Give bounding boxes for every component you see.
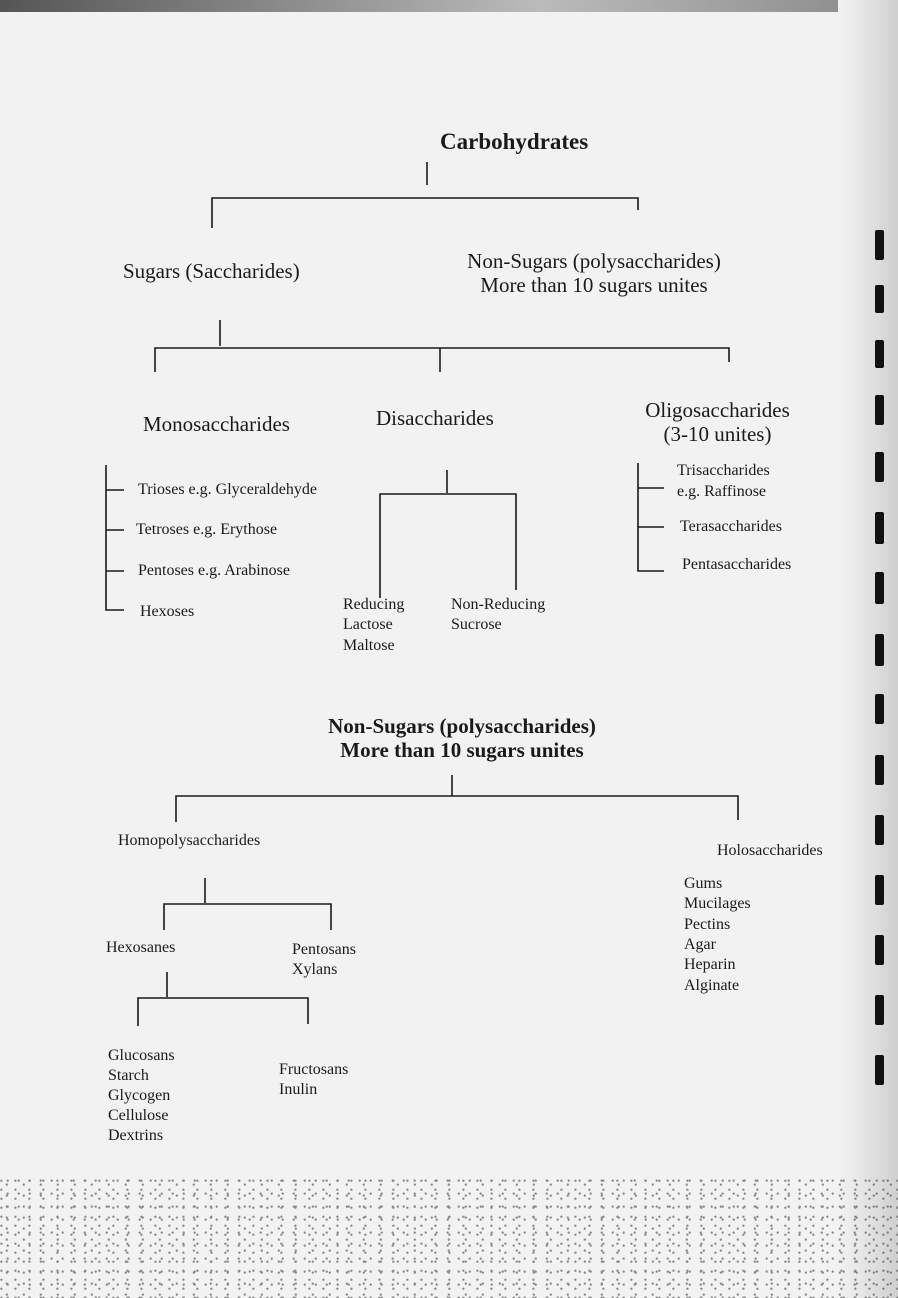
binding-mark — [875, 1055, 884, 1085]
binding-mark — [875, 815, 884, 845]
mono-item: Hexoses — [140, 603, 195, 620]
oligo-line: Oligosaccharides — [645, 398, 790, 422]
binding-mark — [875, 694, 884, 724]
hexosanes-node: Hexosanes — [106, 939, 176, 956]
holo-item: Heparin — [684, 956, 736, 974]
glucosans-group: Glucosans Starch Glycogen Cellulose Dext… — [108, 1046, 175, 1146]
holo-item: Alginate — [684, 976, 740, 994]
scan-edge-top — [0, 0, 898, 12]
scan-noise — [0, 1178, 898, 1298]
binding-mark — [875, 634, 884, 666]
reducing-group: Reducing Lactose Maltose — [343, 595, 404, 656]
mono-item: Trioses e.g. Glyceraldehyde — [138, 481, 317, 498]
oligo-item: Trisaccharides — [677, 462, 770, 479]
glucosans-line: Starch — [108, 1067, 149, 1084]
binding-mark — [875, 340, 884, 368]
oligo-item: Pentasaccharides — [682, 556, 792, 573]
nonsugars-line: Non-Sugars (polysaccharides) — [467, 249, 721, 273]
fructosans-group: Fructosans Inulin — [279, 1060, 348, 1100]
sugars-node: Sugars (Saccharides) — [123, 259, 300, 283]
binding-mark — [875, 875, 884, 905]
poly-heading-line: Non-Sugars (polysaccharides) — [328, 714, 596, 738]
nonsugars-node: Non-Sugars (polysaccharides) More than 1… — [434, 249, 754, 297]
holo-list: Gums Mucilages Pectins Agar Heparin Algi… — [684, 874, 751, 996]
binding-mark — [875, 935, 884, 965]
glucosans-line: Glycogen — [108, 1087, 171, 1104]
reducing-line: Maltose — [343, 636, 395, 654]
glucosans-line: Cellulose — [108, 1107, 169, 1124]
holo-item: Agar — [684, 935, 716, 953]
glucosans-line: Dextrins — [108, 1127, 164, 1144]
homopolysaccharides-node: Homopolysaccharides — [118, 832, 261, 849]
oligo-line: (3-10 unites) — [663, 422, 772, 447]
root-title: Carbohydrates — [440, 129, 589, 154]
binding-mark — [875, 285, 884, 313]
nonreducing-group: Non-Reducing Sucrose — [451, 595, 545, 636]
holo-item: Gums — [684, 875, 723, 892]
pentosans-group: Pentosans Xylans — [292, 940, 356, 980]
glucosans-line: Glucosans — [108, 1047, 175, 1064]
pentosans-line: Xylans — [292, 961, 338, 978]
binding-mark — [875, 572, 884, 604]
nonreducing-line: Non-Reducing — [451, 596, 546, 613]
binding-mark — [875, 452, 884, 482]
oligosaccharides-node: Oligosaccharides (3-10 unites) — [620, 398, 815, 446]
binding-mark — [875, 995, 884, 1025]
binding-mark — [875, 230, 884, 260]
poly-heading: Non-Sugars (polysaccharides) More than 1… — [282, 714, 642, 762]
scan-edge-right — [838, 0, 898, 1298]
nonsugars-line: More than 10 sugars unites — [480, 273, 708, 298]
mono-item: Pentoses e.g. Arabinose — [138, 562, 290, 579]
holo-item: Pectins — [684, 915, 731, 933]
oligo-item: e.g. Raffinose — [677, 483, 767, 500]
binding-mark — [875, 395, 884, 425]
holosaccharides-node: Holosaccharides — [717, 842, 823, 859]
reducing-line: Reducing — [343, 596, 405, 613]
disaccharides-node: Disaccharides — [376, 406, 494, 430]
pentosans-line: Pentosans — [292, 941, 356, 958]
reducing-line: Lactose — [343, 616, 393, 634]
oligo-item: Terasaccharides — [680, 518, 782, 535]
binding-mark — [875, 512, 884, 544]
mono-item: Tetroses e.g. Erythose — [136, 521, 278, 538]
fructosans-line: Fructosans — [279, 1061, 349, 1078]
binding-mark — [875, 755, 884, 785]
holo-item: Mucilages — [684, 895, 751, 913]
poly-heading-line: More than 10 sugars unites — [340, 738, 584, 763]
nonreducing-line: Sucrose — [451, 616, 502, 634]
fructosans-line: Inulin — [279, 1081, 318, 1098]
monosaccharides-node: Monosaccharides — [143, 412, 290, 436]
